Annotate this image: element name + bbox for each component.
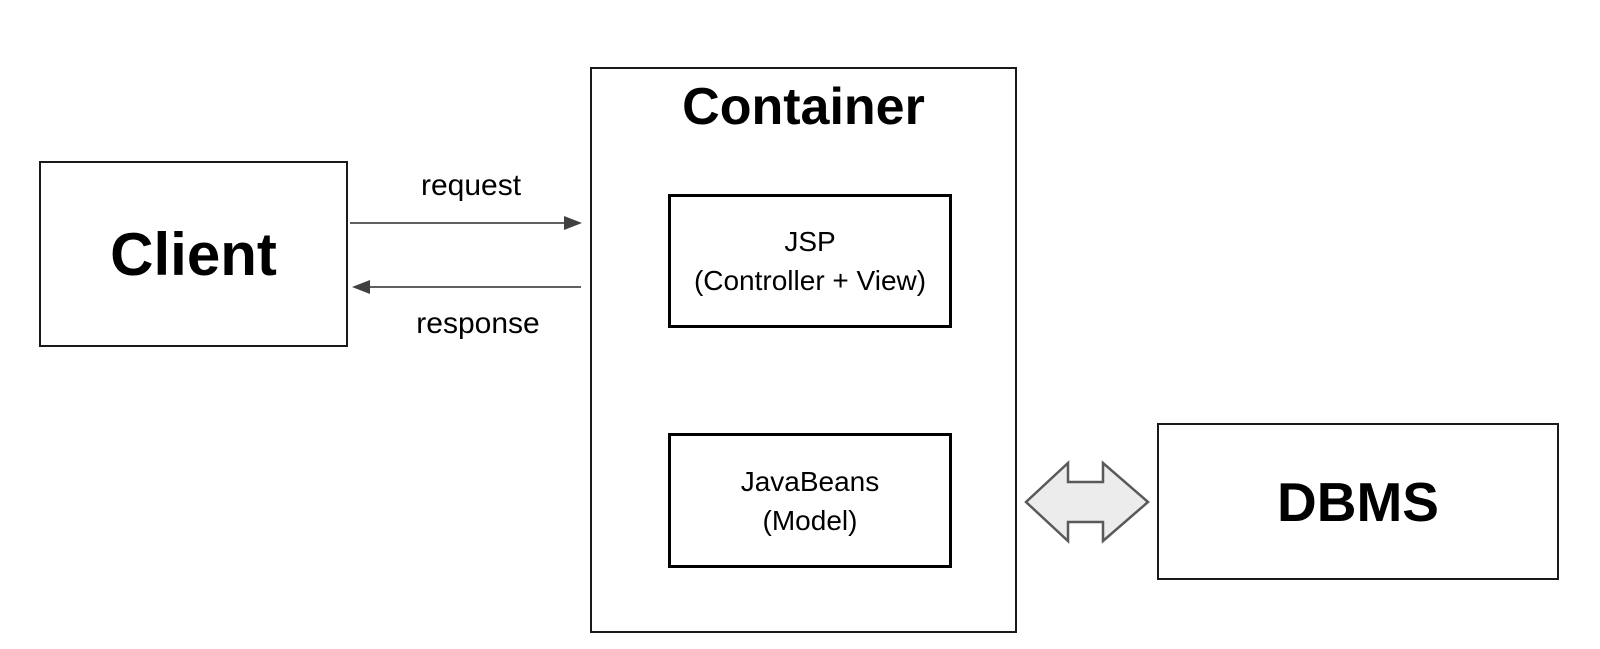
client-node: Client <box>39 161 348 347</box>
dbms-node: DBMS <box>1157 423 1559 580</box>
container-node: Container JSP (Controller + View) JavaBe… <box>590 67 1017 633</box>
response-edge-label: response <box>416 307 540 340</box>
response-arrow-icon <box>352 280 581 294</box>
request-edge-label: request <box>420 169 522 202</box>
javabeans-label-line1: JavaBeans <box>740 465 880 497</box>
container-title: Container <box>682 78 925 136</box>
javabeans-node: JavaBeans (Model) <box>668 433 952 568</box>
client-label: Client <box>110 220 277 288</box>
dbms-label: DBMS <box>1277 470 1439 533</box>
container-dbms-double-arrow-icon <box>1024 460 1150 544</box>
jsp-node: JSP (Controller + View) <box>668 194 952 328</box>
jsp-label-line1: JSP <box>784 226 836 257</box>
jsp-label-line2: (Controller + View) <box>693 265 927 296</box>
request-arrow-icon <box>350 216 582 230</box>
javabeans-label-line2: (Model) <box>762 504 858 536</box>
